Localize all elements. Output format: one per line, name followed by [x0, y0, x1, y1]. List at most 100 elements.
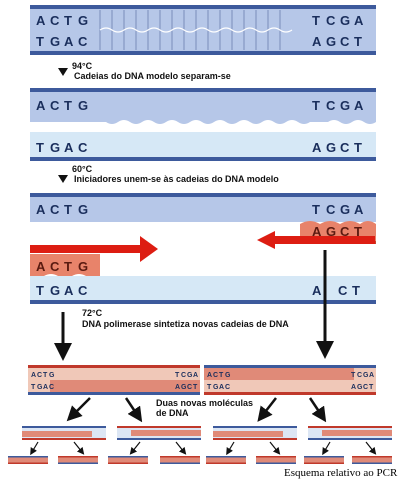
- base-label: T: [312, 202, 320, 217]
- base-label: A: [43, 384, 48, 391]
- base-label: A: [175, 384, 180, 391]
- base-label: T: [36, 34, 44, 49]
- template-top-left-bases: A C T G T G A C: [36, 13, 88, 49]
- base-label: A: [36, 202, 46, 217]
- base-label: G: [78, 202, 88, 217]
- gen3-molecule: [256, 456, 296, 464]
- base-label: T: [312, 13, 320, 28]
- base-label: T: [36, 283, 44, 298]
- base-label: C: [50, 202, 60, 217]
- base-label: T: [207, 384, 212, 391]
- base-label: T: [219, 372, 224, 379]
- base-label: C: [213, 372, 218, 379]
- gen3-molecules: [8, 456, 392, 464]
- extension-arrow-right: [30, 236, 158, 262]
- base-label: G: [181, 384, 187, 391]
- base-label: C: [340, 34, 350, 49]
- base-label: A: [312, 140, 322, 155]
- base-label: C: [50, 98, 60, 113]
- base-label: C: [338, 283, 348, 298]
- base-label: A: [36, 98, 46, 113]
- base-label: T: [369, 384, 374, 391]
- base-label: T: [175, 372, 180, 379]
- base-label: G: [326, 140, 336, 155]
- base-label: G: [50, 140, 60, 155]
- base-label: C: [340, 224, 350, 239]
- new-molecule-left: A C T G T G A C T C G A A G C T: [28, 365, 200, 395]
- base-label: G: [50, 34, 60, 49]
- base-label: G: [225, 372, 231, 379]
- base-label: C: [78, 34, 88, 49]
- base-label: G: [78, 13, 88, 28]
- base-label: A: [354, 13, 364, 28]
- base-label: G: [340, 98, 350, 113]
- base-label: C: [78, 283, 88, 298]
- base-label: A: [193, 372, 198, 379]
- step4-description-line1: Duas novas moléculas: [156, 398, 254, 408]
- gen3-molecule: [108, 456, 148, 464]
- base-label: A: [354, 202, 364, 217]
- base-label: A: [36, 13, 46, 28]
- gen2-arrows: [66, 397, 327, 423]
- gen3-molecule: [160, 456, 200, 464]
- gen3-molecule: [8, 456, 48, 464]
- figure-caption: Esquema relativo ao PCR: [284, 467, 398, 479]
- step2-temperature: 60°C: [72, 164, 93, 174]
- gen2-molecule: [117, 426, 201, 440]
- base-label: A: [64, 283, 74, 298]
- gen3-molecule: [206, 456, 246, 464]
- base-label: G: [213, 384, 219, 391]
- gen3-arrows: [30, 441, 377, 456]
- base-label: A: [207, 372, 212, 379]
- base-label: G: [78, 259, 88, 274]
- step1-arrow: [58, 68, 68, 76]
- base-label: A: [219, 384, 224, 391]
- gen2-molecule: [308, 426, 392, 440]
- base-label: A: [312, 34, 322, 49]
- step4-description-line2: de DNA: [156, 408, 189, 418]
- base-label: G: [78, 98, 88, 113]
- gen2-molecules: [22, 426, 392, 440]
- base-label: T: [43, 372, 48, 379]
- base-label: C: [340, 140, 350, 155]
- base-label: C: [49, 384, 54, 391]
- base-label: G: [357, 384, 363, 391]
- base-label: A: [354, 98, 364, 113]
- step1-description: Cadeias do DNA modelo separam-se: [74, 71, 231, 81]
- base-label: C: [187, 384, 192, 391]
- base-label: T: [31, 384, 36, 391]
- base-label: T: [193, 384, 198, 391]
- base-label: A: [64, 34, 74, 49]
- base-label: C: [181, 372, 186, 379]
- base-label: A: [312, 224, 322, 239]
- base-label: G: [326, 224, 336, 239]
- base-label: G: [37, 384, 43, 391]
- gen2-molecule: [213, 426, 297, 440]
- base-label: C: [357, 372, 362, 379]
- step1-temperature: 94°C: [72, 61, 93, 71]
- gen2-molecule: [22, 426, 106, 440]
- base-label: T: [64, 202, 72, 217]
- base-label: C: [50, 13, 60, 28]
- base-label: C: [326, 13, 336, 28]
- base-label: G: [187, 372, 193, 379]
- base-label: C: [50, 259, 60, 274]
- step2-description: Iniciadores unem-se às cadeias do DNA mo…: [74, 174, 279, 184]
- base-label: T: [354, 224, 362, 239]
- base-label: A: [312, 283, 322, 298]
- base-label: C: [225, 384, 230, 391]
- base-label: A: [36, 259, 46, 274]
- base-label: A: [31, 372, 36, 379]
- base-label: G: [50, 283, 60, 298]
- base-label: T: [351, 372, 356, 379]
- step2-arrow: [58, 175, 68, 183]
- template-dna: A C T G T G A C T C G A A G C T: [30, 5, 376, 55]
- separated-strands: A C T G T C G A T G A C A G C T: [30, 88, 376, 161]
- base-label: A: [369, 372, 374, 379]
- base-label: T: [354, 34, 362, 49]
- base-label: C: [78, 140, 88, 155]
- step3-temperature: 72°C: [82, 308, 103, 318]
- base-label: C: [37, 372, 42, 379]
- base-label: T: [64, 13, 72, 28]
